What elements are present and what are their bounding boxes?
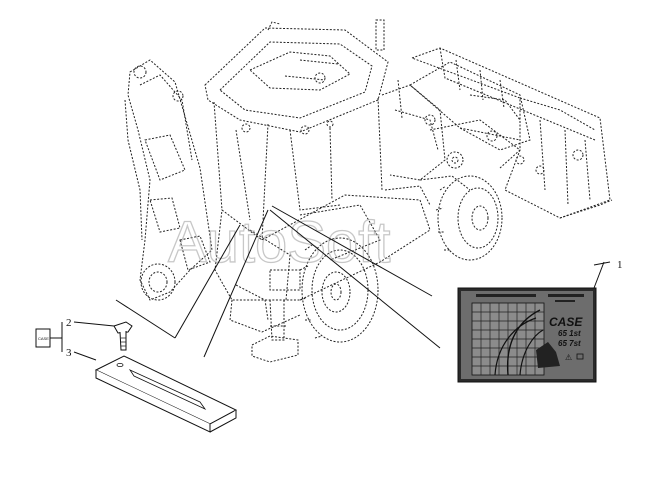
leader-line-callout-1 <box>593 261 611 266</box>
decal-subheader-strip <box>555 300 575 302</box>
decal-header-strip-left <box>476 294 536 297</box>
leader-line-decal-upper <box>271 205 433 297</box>
callout-2-number: 2 <box>66 317 72 329</box>
decal-machine-silhouette <box>536 342 560 368</box>
front-bucket <box>410 47 613 219</box>
leader-lines <box>115 205 611 358</box>
callout-1-number: 1 <box>617 259 623 271</box>
backhoe-loader-illustration <box>124 19 613 363</box>
decal-load-chart-grid <box>471 302 545 376</box>
part-reference-tag: CASE <box>35 328 62 348</box>
callout-3-number: 3 <box>66 347 72 359</box>
decal-model-line-1: 65 1st <box>558 329 581 338</box>
decal-model-line-2: 65 7st <box>558 339 581 348</box>
leader-line-bolt-plate <box>115 299 176 339</box>
backhoe-boom <box>124 59 213 301</box>
leader-line-to-location-b <box>203 209 269 358</box>
callout-1-group: 1 <box>617 259 623 271</box>
loader-arms <box>409 61 531 169</box>
mounting-plate-part <box>94 355 238 433</box>
bolt-part <box>113 321 133 351</box>
chassis <box>214 194 431 333</box>
watermark-text: AutoSoft <box>168 210 390 275</box>
load-chart-decal: CASE 65 1st 65 7st ⚠ <box>457 287 597 383</box>
book-icon <box>576 353 584 360</box>
part-tag-text: CASE <box>38 336 49 341</box>
decal-header-strip-right <box>548 294 584 297</box>
stabilizer-leg <box>251 299 299 363</box>
cab-roof <box>204 19 389 133</box>
callout-2-group: 2 <box>61 317 115 352</box>
leader-line-callout-2 <box>73 321 115 327</box>
engine-compartment <box>381 79 471 206</box>
front-wheel <box>435 175 503 261</box>
leader-line-callout-1-to-decal <box>593 261 605 289</box>
leader-line-callout-3 <box>73 351 97 361</box>
cab-frame <box>213 97 383 241</box>
decal-brand: CASE <box>549 315 583 329</box>
warning-icon: ⚠ <box>565 353 572 362</box>
leader-line-decal-lower <box>269 209 441 349</box>
leader-line-to-location-a <box>174 224 241 339</box>
callout-3-group: 3 <box>66 347 97 361</box>
